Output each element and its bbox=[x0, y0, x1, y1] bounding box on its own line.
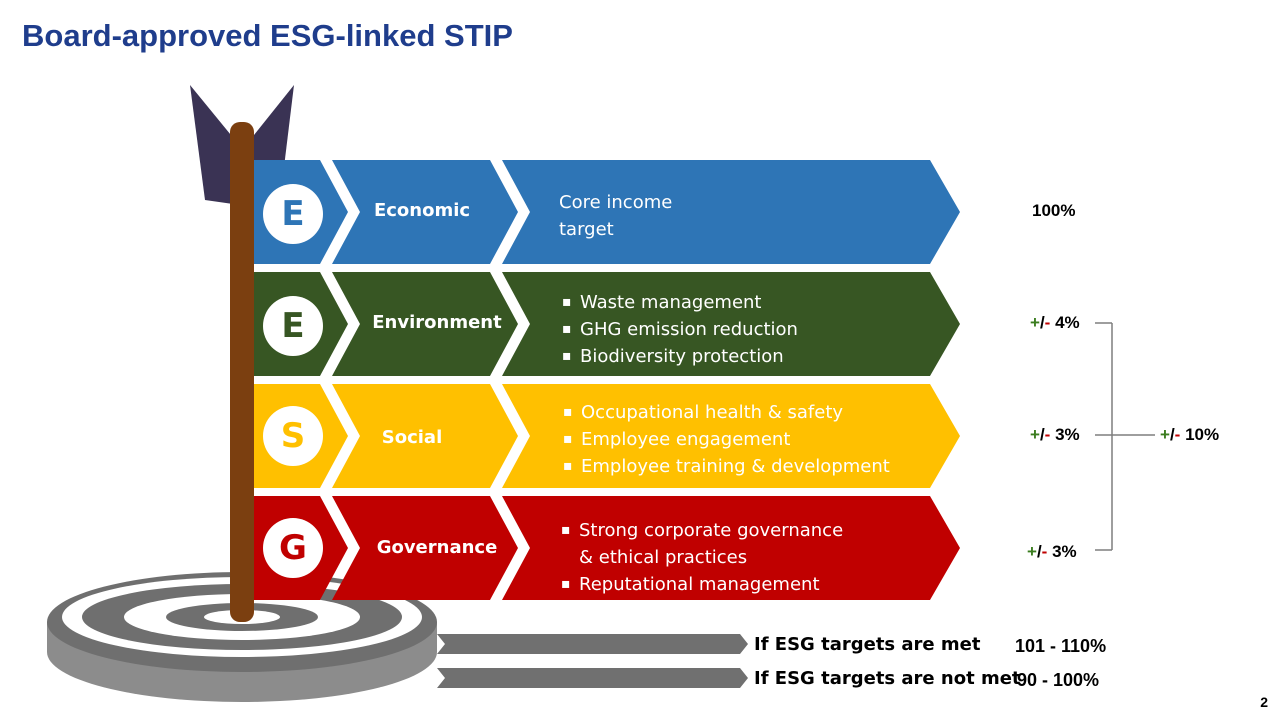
outcome-arrow-not-met bbox=[437, 668, 748, 688]
outcome-condition-met: If ESG targets are met bbox=[754, 634, 981, 655]
page-number: 2 bbox=[1260, 694, 1268, 710]
outcome-arrow-met bbox=[437, 634, 748, 654]
weight-environment: +/- 4% bbox=[1030, 313, 1080, 332]
outcome-condition-not-met: If ESG targets are not met bbox=[754, 668, 1021, 689]
category-social: Social bbox=[381, 427, 443, 448]
list-item: Reputational management bbox=[561, 571, 861, 598]
letter-environment: E bbox=[263, 296, 323, 356]
category-economic: Economic bbox=[373, 200, 471, 221]
desc-environment: Waste management GHG emission reduction … bbox=[562, 289, 798, 370]
bracket-connector bbox=[1095, 322, 1155, 551]
weight-governance: +/- 3% bbox=[1027, 542, 1077, 561]
arrow-shaft-icon bbox=[230, 122, 254, 622]
category-governance: Governance bbox=[376, 537, 498, 558]
list-item: Waste management bbox=[562, 289, 798, 316]
desc-line: Core income bbox=[559, 192, 673, 213]
desc-economic: Core income target bbox=[559, 189, 672, 243]
desc-social: Occupational health & safety Employee en… bbox=[563, 399, 890, 480]
letter-economic: E bbox=[263, 184, 323, 244]
letter-social: S bbox=[263, 406, 323, 466]
outcome-range-not-met: 90 - 100% bbox=[1017, 670, 1100, 690]
list-item: Biodiversity protection bbox=[562, 343, 798, 370]
weight-economic: 100% bbox=[1032, 201, 1076, 220]
list-item: Employee engagement bbox=[563, 426, 890, 453]
page-title: Board-approved ESG-linked STIP bbox=[22, 18, 513, 53]
category-environment: Environment bbox=[372, 312, 502, 333]
list-item: Occupational health & safety bbox=[563, 399, 890, 426]
weight-esg-total: +/- 10% bbox=[1160, 425, 1220, 444]
list-item: GHG emission reduction bbox=[562, 316, 798, 343]
list-item: Strong corporate governance & ethical pr… bbox=[561, 517, 861, 571]
outcome-range-met: 101 - 110% bbox=[1015, 636, 1107, 656]
list-item: Employee training & development bbox=[563, 453, 890, 480]
letter-governance: G bbox=[263, 518, 323, 578]
arrow-fletching-icon bbox=[190, 85, 240, 205]
weight-social: +/- 3% bbox=[1030, 425, 1080, 444]
desc-line: target bbox=[559, 219, 614, 240]
desc-governance: Strong corporate governance & ethical pr… bbox=[561, 517, 861, 598]
